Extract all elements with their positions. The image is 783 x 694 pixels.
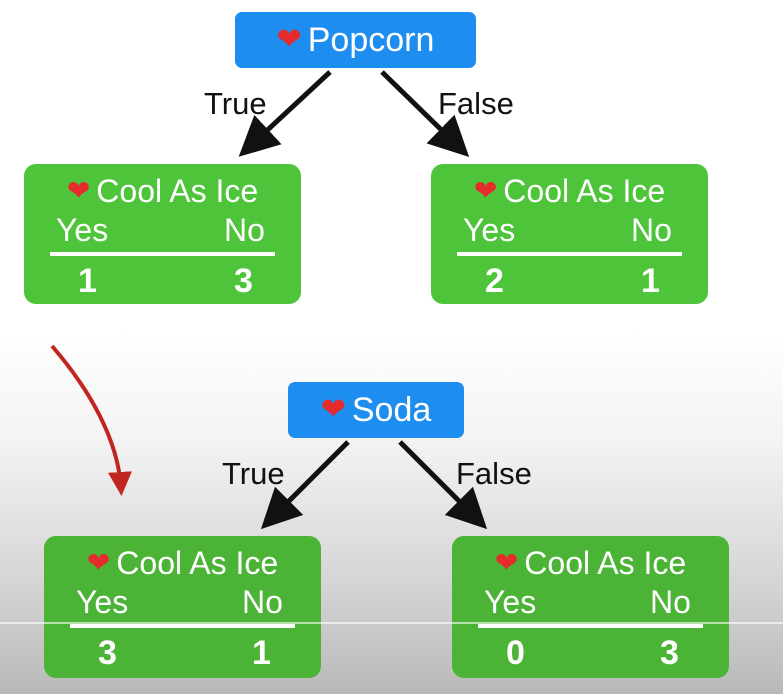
heart-icon: ❤ <box>473 175 498 206</box>
leaf-title: Cool As Ice <box>524 544 687 581</box>
edge-false-soda <box>398 440 488 530</box>
divider <box>457 252 682 256</box>
leaf-node-right-soda: ❤ Cool As Ice Yes No 0 3 <box>452 536 729 678</box>
column-label-yes: Yes <box>56 212 109 248</box>
edge-label-false: False <box>438 86 514 121</box>
count-yes: 0 <box>506 634 525 672</box>
leaf-title: Cool As Ice <box>116 544 279 581</box>
heart-icon: ❤ <box>494 547 519 578</box>
leaf-node-left-soda: ❤ Cool As Ice Yes No 3 1 <box>44 536 321 678</box>
horizontal-guide-line <box>0 622 783 624</box>
column-label-no: No <box>242 584 283 620</box>
column-label-yes: Yes <box>484 584 537 620</box>
column-label-no: No <box>224 212 265 248</box>
heart-icon: ❤ <box>320 393 346 426</box>
count-no: 1 <box>252 634 271 672</box>
divider <box>70 624 295 628</box>
edge-false-popcorn <box>380 70 470 157</box>
count-yes: 2 <box>485 262 504 300</box>
column-label-no: No <box>650 584 691 620</box>
edge-label-false: False <box>456 456 532 491</box>
heart-icon: ❤ <box>276 23 302 56</box>
root-label: Popcorn <box>307 20 435 59</box>
edge-label-true: True <box>204 86 267 121</box>
count-yes: 1 <box>78 262 97 300</box>
root-node-soda: ❤ Soda <box>288 382 464 438</box>
heart-icon: ❤ <box>86 547 111 578</box>
heart-icon: ❤ <box>66 175 91 206</box>
leaf-node-right-popcorn: ❤ Cool As Ice Yes No 2 1 <box>431 164 708 304</box>
edge-true-popcorn <box>238 70 332 157</box>
count-no: 3 <box>234 262 253 300</box>
leaf-title: Cool As Ice <box>96 172 259 209</box>
divider <box>50 252 275 256</box>
edge-label-true: True <box>222 456 285 491</box>
leaf-node-left-popcorn: ❤ Cool As Ice Yes No 1 3 <box>24 164 301 304</box>
column-label-yes: Yes <box>76 584 129 620</box>
red-curved-arrow <box>50 344 132 496</box>
count-yes: 3 <box>98 634 117 672</box>
root-label: Soda <box>351 390 432 429</box>
root-node-popcorn: ❤ Popcorn <box>235 12 476 68</box>
column-label-yes: Yes <box>463 212 516 248</box>
edge-true-soda <box>260 440 350 530</box>
leaf-title: Cool As Ice <box>503 172 666 209</box>
divider <box>478 624 703 628</box>
column-label-no: No <box>631 212 672 248</box>
count-no: 1 <box>641 262 660 300</box>
count-no: 3 <box>660 634 679 672</box>
